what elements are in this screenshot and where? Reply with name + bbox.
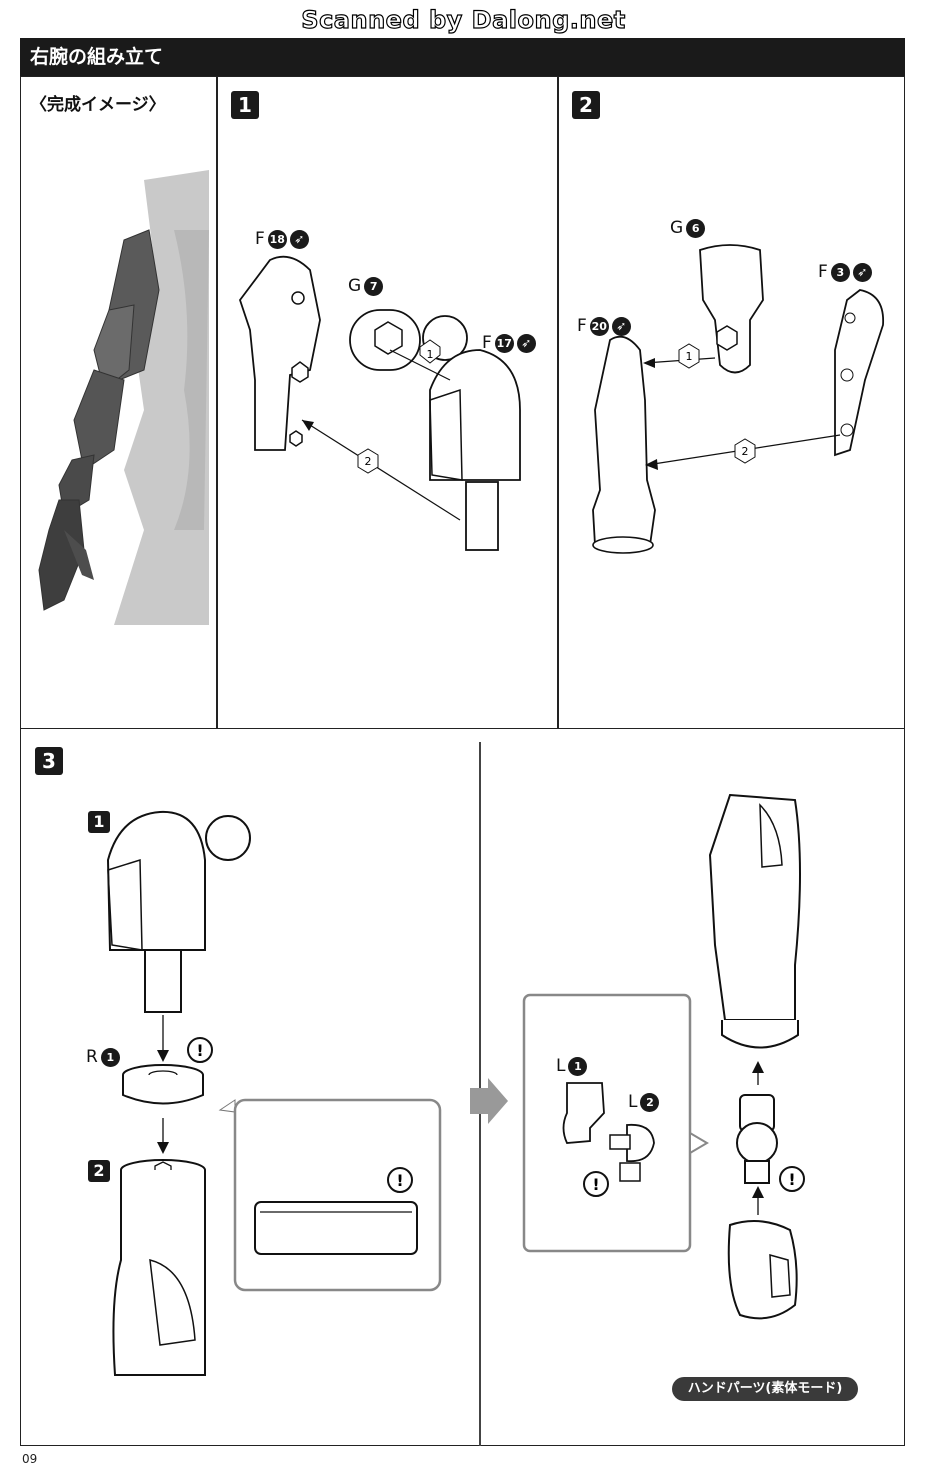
part-label-g6: G 6 bbox=[670, 218, 706, 238]
part-number-badge: 7 bbox=[364, 276, 384, 296]
part-label-l2: L 2 bbox=[628, 1092, 660, 1112]
svg-text:!: ! bbox=[196, 1041, 203, 1060]
part-number-badge: 3 bbox=[830, 262, 850, 282]
part-number-badge: 2 bbox=[640, 1092, 660, 1112]
preview-label: 〈完成イメージ〉 bbox=[30, 95, 166, 115]
section-title: 右腕の組み立て bbox=[20, 38, 905, 76]
nub-cut-icon: ➶ bbox=[611, 316, 631, 336]
part-label-l1: L 1 bbox=[556, 1056, 588, 1076]
part-label-r1: R 1 bbox=[86, 1047, 120, 1067]
step-3-badge: 3 bbox=[35, 747, 63, 775]
part-number-badge: 17 bbox=[494, 333, 514, 353]
svg-text:2: 2 bbox=[742, 445, 749, 458]
part-label-f17: F 17 ➶ bbox=[482, 333, 536, 353]
hand-parts-caption: ハンドパーツ(素体モード) bbox=[672, 1377, 858, 1401]
part-label-f20: F 20 ➶ bbox=[577, 316, 631, 336]
step3-right-assembly-drawing bbox=[708, 793, 801, 1320]
svg-text:1: 1 bbox=[686, 350, 693, 363]
caution-icon: ! bbox=[779, 1166, 805, 1192]
part-number-badge: 1 bbox=[100, 1047, 120, 1067]
step3-left-assembly-drawing bbox=[106, 810, 442, 1376]
part-label-f18: F 18 ➶ bbox=[255, 229, 309, 249]
svg-text:2: 2 bbox=[365, 455, 372, 468]
part-number-badge: 6 bbox=[686, 218, 706, 238]
svg-text:!: ! bbox=[788, 1170, 795, 1189]
nub-cut-icon: ➶ bbox=[852, 262, 872, 282]
part-number-badge: 18 bbox=[267, 229, 287, 249]
caution-icon: ! bbox=[187, 1037, 213, 1063]
hand-parts-callout bbox=[522, 993, 709, 1253]
completed-arm-preview-image bbox=[24, 170, 214, 625]
nub-cut-icon: ➶ bbox=[516, 333, 536, 353]
divider-preview bbox=[216, 76, 218, 729]
step-1-badge: 1 bbox=[231, 91, 259, 119]
svg-text:1: 1 bbox=[427, 348, 434, 361]
sub-assembly-2-badge: 2 bbox=[88, 1160, 110, 1182]
step1-assembly-drawing: 1 2 bbox=[238, 255, 521, 551]
lower-panel-frame bbox=[20, 728, 905, 1446]
part-number-badge: 1 bbox=[568, 1056, 588, 1076]
part-number-badge: 20 bbox=[589, 316, 609, 336]
next-arrow-icon bbox=[470, 1078, 508, 1124]
svg-text:!: ! bbox=[396, 1171, 403, 1190]
part-label-g7: G 7 bbox=[348, 276, 384, 296]
nub-cut-icon: ➶ bbox=[289, 229, 309, 249]
caution-icon: ! bbox=[583, 1171, 609, 1197]
part-label-f3: F 3 ➶ bbox=[818, 262, 872, 282]
divider-step1-step2 bbox=[557, 76, 559, 729]
page-number: 09 bbox=[22, 1452, 38, 1466]
caution-icon: ! bbox=[387, 1167, 413, 1193]
step2-assembly-drawing: 1 2 bbox=[592, 244, 884, 554]
sub-assembly-1-badge: 1 bbox=[88, 811, 110, 833]
scan-watermark: Scanned by Dalong.net bbox=[301, 5, 626, 34]
svg-text:!: ! bbox=[592, 1175, 599, 1194]
step-2-badge: 2 bbox=[572, 91, 600, 119]
